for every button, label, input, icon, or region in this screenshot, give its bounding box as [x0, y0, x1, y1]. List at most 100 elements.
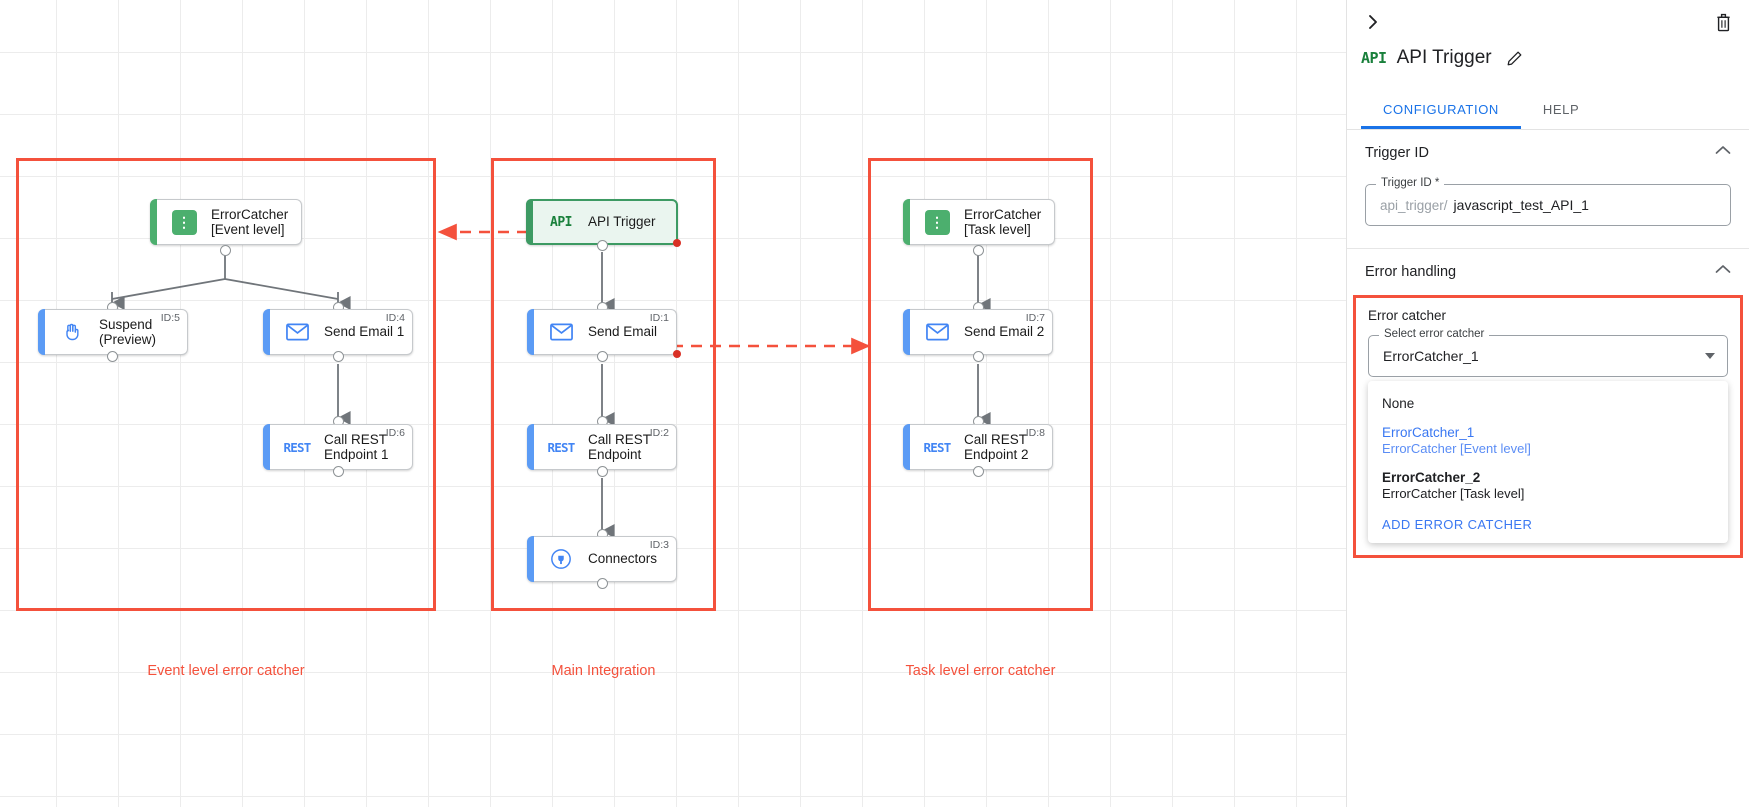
trigger-id-field[interactable]: Trigger ID * api_trigger/ javascript_tes… [1365, 177, 1731, 226]
option-primary: None [1382, 396, 1415, 411]
node-id: ID:8 [1025, 427, 1045, 439]
tab-help[interactable]: HELP [1542, 102, 1580, 117]
node-title: Send Email 1 [324, 324, 405, 340]
node-title: Send Email [588, 324, 658, 340]
select-error-catcher[interactable]: Select error catcher ErrorCatcher_1 [1368, 328, 1728, 377]
node-send-email-2[interactable]: Send Email 2 ID:7 [903, 309, 1053, 355]
node-call-rest-endpoint[interactable]: REST Call REST Endpoint ID:2 [527, 424, 677, 470]
node-port-out[interactable] [973, 466, 984, 477]
select-error-catcher-label: Select error catcher [1379, 328, 1490, 340]
workflow-canvas[interactable]: Event level error catcher Main Integrati… [0, 0, 1346, 807]
option-secondary: ErrorCatcher [Task level] [1382, 486, 1525, 501]
node-accent [527, 536, 534, 582]
node-port-out[interactable] [333, 466, 344, 477]
section-error-handling: Error handling Error catcher Select erro… [1347, 249, 1749, 558]
envelope-icon [282, 323, 312, 341]
node-title: API Trigger [588, 214, 656, 230]
group-event-level-error-catcher[interactable] [16, 158, 436, 611]
pencil-icon[interactable] [1506, 50, 1523, 67]
node-port-out[interactable] [973, 245, 984, 256]
node-port-out[interactable] [973, 351, 984, 362]
node-accent [150, 199, 157, 245]
node-accent [527, 424, 534, 470]
rest-icon: REST [547, 439, 576, 455]
node-id: ID:5 [160, 312, 180, 324]
group-task-level-error-catcher[interactable] [868, 158, 1093, 611]
section-title: Error handling [1365, 264, 1457, 280]
node-title: ErrorCatcher [Event level] [211, 206, 289, 237]
node-call-rest-endpoint-2[interactable]: REST Call REST Endpoint 2 ID:8 [903, 424, 1053, 470]
node-port-out[interactable] [597, 578, 608, 589]
error-catcher-icon: ⋮ [922, 209, 952, 235]
node-send-email[interactable]: Send Email ID:1 [527, 309, 681, 358]
group-label-main-integration: Main Integration [551, 663, 656, 679]
node-title: ErrorCatcher [Task level] [964, 206, 1042, 237]
option-primary: ErrorCatcher_1 [1382, 425, 1475, 440]
rest-icon: REST [923, 439, 952, 455]
dropdown-option-errorcatcher-2[interactable]: ErrorCatcher_2 ErrorCatcher [Task level] [1368, 463, 1728, 508]
node-id: ID:1 [649, 312, 669, 324]
envelope-icon [546, 323, 576, 341]
node-errorcatcher-event-level[interactable]: ⋮ ErrorCatcher [Event level] [150, 199, 302, 245]
panel-title-row: API API Trigger [1347, 40, 1749, 76]
node-accent [263, 309, 270, 355]
trigger-id-value[interactable]: javascript_test_API_1 [1453, 197, 1589, 213]
node-errorcatcher-task-level[interactable]: ⋮ ErrorCatcher [Task level] [903, 199, 1055, 245]
trash-icon[interactable] [1707, 6, 1739, 38]
node-call-rest-endpoint-1[interactable]: REST Call REST Endpoint 1 ID:6 [263, 424, 413, 470]
node-title: Call REST Endpoint [588, 431, 652, 462]
trigger-id-label: Trigger ID * [1376, 177, 1445, 189]
node-title: Call REST Endpoint 2 [964, 431, 1029, 462]
node-port-out[interactable] [220, 245, 231, 256]
chevron-up-icon[interactable] [1715, 263, 1731, 277]
error-indicator-dot [673, 350, 681, 358]
option-primary: ErrorCatcher_2 [1382, 470, 1481, 485]
section-header-error-handling[interactable]: Error handling [1365, 249, 1731, 295]
node-suspend[interactable]: Suspend (Preview) ID:5 [38, 309, 188, 355]
node-title: Suspend (Preview) [99, 316, 157, 347]
section-title: Trigger ID [1365, 145, 1429, 161]
node-accent [526, 199, 533, 245]
chevron-up-icon[interactable] [1715, 144, 1731, 158]
hand-icon [57, 321, 87, 343]
error-catcher-icon: ⋮ [169, 209, 199, 235]
node-accent [903, 309, 910, 355]
node-port-out[interactable] [333, 351, 344, 362]
node-port-out[interactable] [597, 351, 608, 362]
panel-toolbar [1347, 0, 1749, 40]
chevron-right-icon[interactable] [1357, 6, 1389, 38]
node-port-out[interactable] [597, 466, 608, 477]
group-main-integration[interactable] [491, 158, 716, 611]
section-header-trigger-id[interactable]: Trigger ID [1365, 130, 1731, 176]
node-id: ID:7 [1025, 312, 1045, 324]
node-accent [38, 309, 45, 355]
error-catcher-dropdown[interactable]: None ErrorCatcher_1 ErrorCatcher [Event … [1368, 381, 1728, 543]
section-trigger-id: Trigger ID Trigger ID * api_trigger/ jav… [1347, 130, 1749, 249]
dropdown-option-none[interactable]: None [1368, 389, 1728, 418]
node-title: Send Email 2 [964, 324, 1045, 340]
node-accent [263, 424, 270, 470]
panel-tabs: CONFIGURATION HELP [1347, 92, 1749, 130]
chevron-down-icon[interactable] [1705, 353, 1715, 359]
trigger-id-prefix: api_trigger/ [1380, 197, 1448, 213]
error-catcher-highlight: Error catcher Select error catcher Error… [1353, 295, 1743, 558]
node-id: ID:3 [649, 539, 669, 551]
node-send-email-1[interactable]: Send Email 1 ID:4 [263, 309, 413, 355]
node-port-out[interactable] [107, 351, 118, 362]
error-catcher-label: Error catcher [1368, 308, 1447, 323]
select-error-catcher-value: ErrorCatcher_1 [1383, 348, 1479, 364]
node-title: Call REST Endpoint 1 [324, 431, 389, 462]
node-api-trigger[interactable]: API API Trigger [526, 199, 681, 247]
node-port-out[interactable] [597, 240, 608, 251]
node-accent [903, 424, 910, 470]
tab-configuration[interactable]: CONFIGURATION [1361, 92, 1521, 129]
node-connectors[interactable]: Connectors ID:3 [527, 536, 677, 582]
node-accent [903, 199, 910, 245]
rest-icon: REST [283, 439, 312, 455]
node-accent [527, 309, 534, 355]
connectors-icon [546, 548, 576, 570]
api-icon: API [1361, 49, 1387, 67]
add-error-catcher-button[interactable]: ADD ERROR CATCHER [1382, 517, 1533, 532]
dropdown-option-errorcatcher-1[interactable]: ErrorCatcher_1 ErrorCatcher [Event level… [1368, 418, 1728, 463]
